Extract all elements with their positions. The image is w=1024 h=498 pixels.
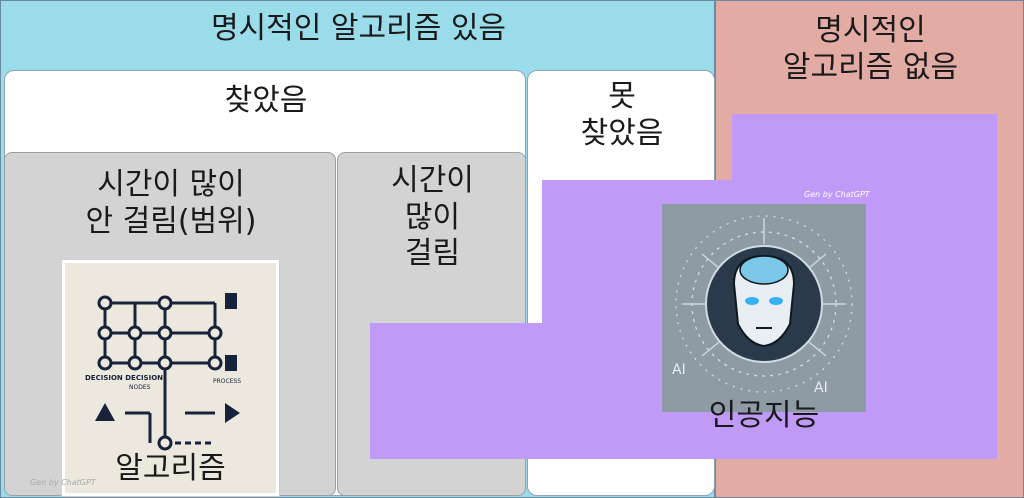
ai-face-icon: AI AI xyxy=(672,215,853,396)
explicit-algorithm-label: 명시적인 알고리즘 있음 xyxy=(210,11,507,46)
no-explicit-algorithm-label: 명시적인 알고리즘 없음 xyxy=(782,13,959,85)
ai-image: AI AI xyxy=(662,204,866,412)
ai-side-label-right: AI xyxy=(814,380,828,396)
algorithm-credit: Gen by ChatGPT xyxy=(30,478,96,487)
nodes-label: NODES xyxy=(129,384,151,391)
ai-side-label-left: AI xyxy=(672,362,686,378)
algorithm-caption: 알고리즘 xyxy=(115,451,226,486)
ai-credit: Gen by ChatGPT xyxy=(804,190,870,199)
decision-node-label: DECISION DECISION xyxy=(85,374,163,382)
not-found-label: 못 찾았음 xyxy=(580,79,664,151)
slow-region: 시간이 많이 걸림 xyxy=(337,152,526,496)
slow-label: 시간이 많이 걸림 xyxy=(391,163,474,272)
found-label: 찾았음 xyxy=(224,83,308,118)
algorithm-image: DECISION DECISION NODES PROCESS 알고리즘 xyxy=(62,260,279,496)
process-label: PROCESS xyxy=(213,378,241,385)
ai-caption: 인공지능 xyxy=(708,398,820,433)
flowchart-icon: DECISION DECISION NODES PROCESS xyxy=(85,293,241,451)
fast-label: 시간이 많이 안 걸림(범위) xyxy=(85,167,257,239)
